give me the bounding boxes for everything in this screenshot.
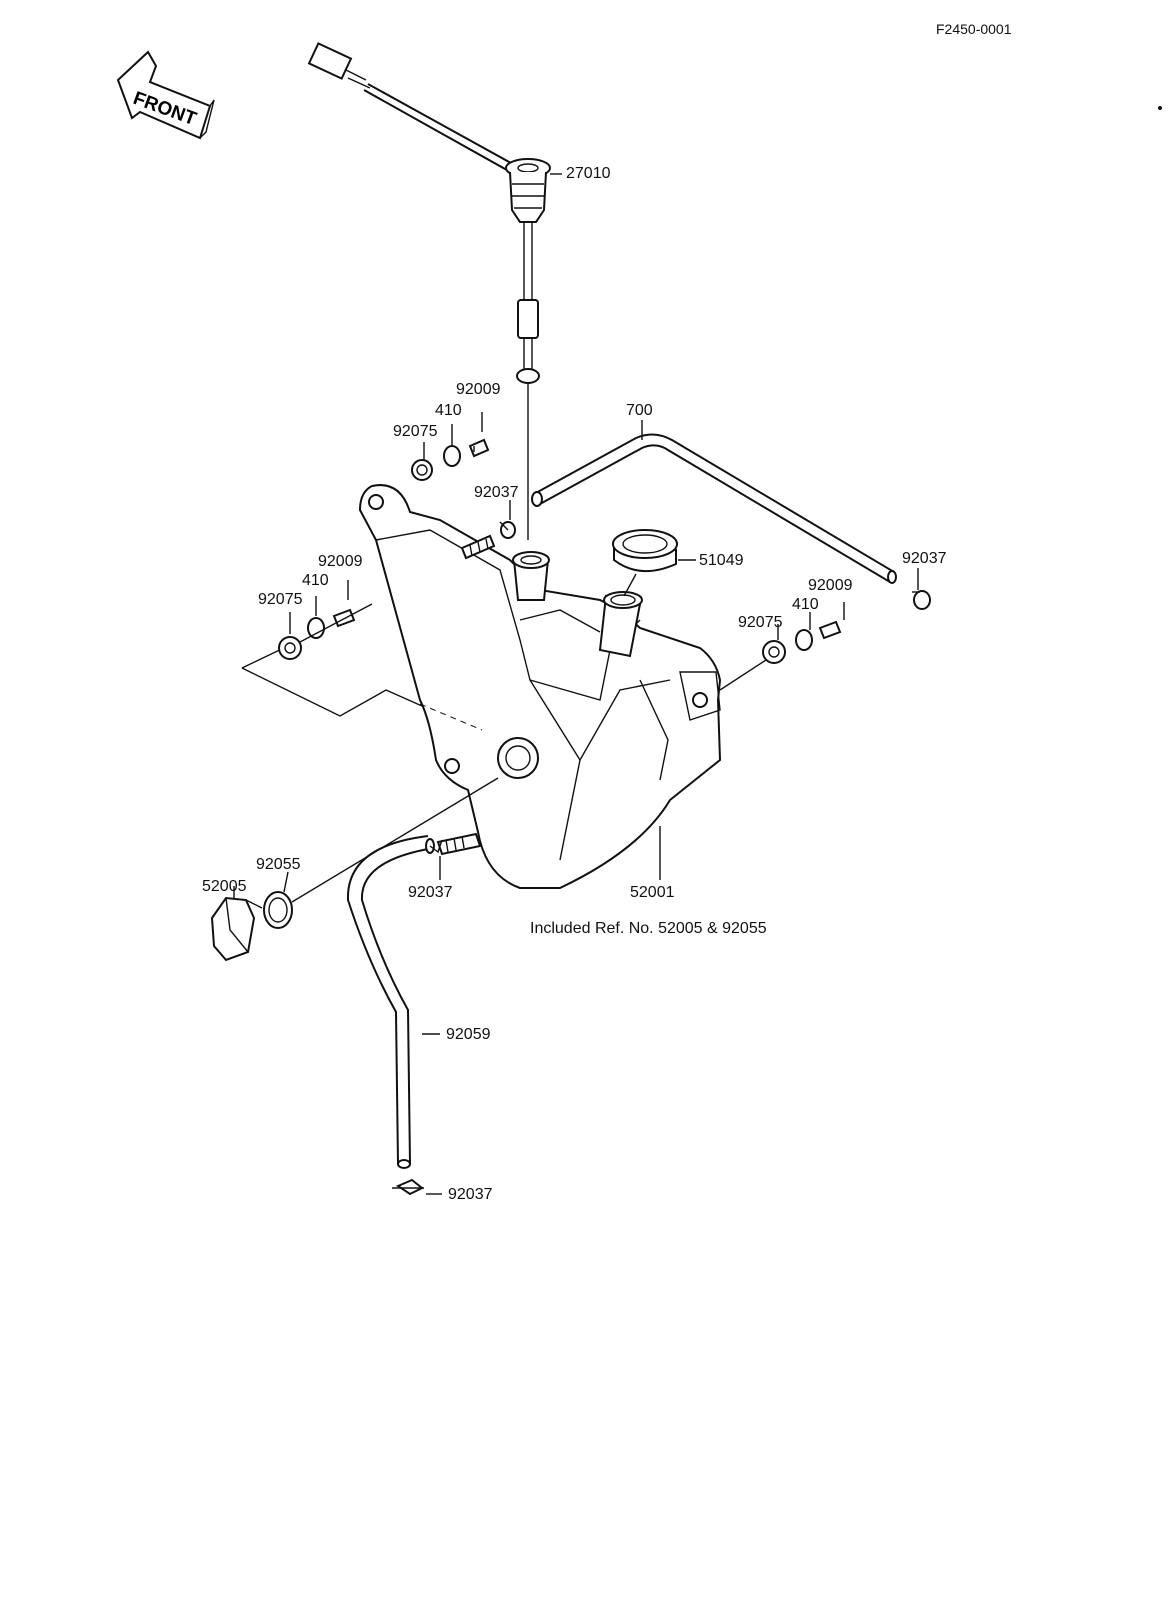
front-arrow-text: FRONT bbox=[130, 88, 199, 130]
fastener-set-top bbox=[411, 438, 516, 539]
oil-tank bbox=[241, 484, 722, 889]
part-label-92009-top: 92009 bbox=[456, 381, 501, 398]
part-label-51049: 51049 bbox=[699, 552, 744, 569]
part-label-92009-left: 92009 bbox=[318, 553, 363, 570]
part-label-410-top: 410 bbox=[435, 402, 462, 419]
breather-hose bbox=[531, 433, 931, 610]
fastener-set-left bbox=[278, 603, 373, 660]
part-label-92037-outlet: 92037 bbox=[408, 884, 453, 901]
filler-cap bbox=[612, 529, 678, 597]
oil-hose bbox=[346, 835, 443, 1196]
part-label-92055: 92055 bbox=[256, 856, 301, 873]
part-label-92037-right: 92037 bbox=[902, 550, 947, 567]
part-label-92075-top: 92075 bbox=[393, 423, 438, 440]
part-label-92075-right: 92075 bbox=[738, 614, 783, 631]
part-label-92037-top: 92037 bbox=[474, 484, 519, 501]
part-label-92037-bottom: 92037 bbox=[448, 1186, 493, 1203]
part-label-92059: 92059 bbox=[446, 1026, 491, 1043]
drain-plug bbox=[210, 777, 499, 962]
part-label-410-right: 410 bbox=[792, 596, 819, 613]
leader-lines bbox=[233, 173, 919, 1195]
part-label-27010: 27010 bbox=[566, 165, 611, 182]
part-label-410-left: 410 bbox=[302, 572, 329, 589]
part-label-92009-right: 92009 bbox=[808, 577, 853, 594]
part-label-700: 700 bbox=[626, 402, 653, 419]
included-ref-note: Included Ref. No. 52005 & 92055 bbox=[530, 920, 767, 937]
part-label-52001: 52001 bbox=[630, 884, 675, 901]
diagram-code: F2450-0001 bbox=[936, 21, 1012, 37]
oil-level-sensor bbox=[307, 42, 551, 540]
part-label-52005: 52005 bbox=[202, 878, 247, 895]
fastener-set-right bbox=[719, 620, 842, 691]
front-arrow-icon: FRONT bbox=[116, 50, 215, 140]
part-label-92075-left: 92075 bbox=[258, 591, 303, 608]
